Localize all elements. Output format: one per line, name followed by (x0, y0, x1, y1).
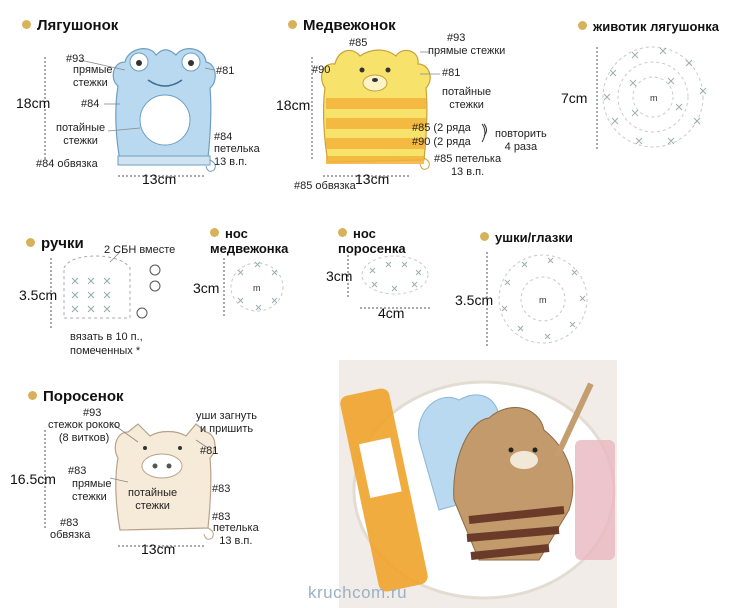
pig-nose-title: нос поросенка (338, 226, 406, 256)
pig-width-label: 13cm (141, 541, 176, 557)
pig-label-83b: #83 (212, 483, 231, 495)
pig-nose-width-label: 4cm (378, 305, 405, 321)
pig-label-81: #81 (200, 445, 219, 457)
bullet-icon (480, 232, 489, 241)
pig-nose-height-label: 3cm (326, 268, 353, 284)
finished-mittens-photo (339, 360, 617, 608)
bullet-icon (210, 228, 219, 237)
handles-title: ручки (26, 235, 84, 252)
bear-title: Медвежонок (288, 17, 396, 34)
bear-nose-size-label: 3cm (193, 280, 220, 296)
frog-label-hidden: потайные стежки (56, 122, 106, 147)
pig-label-rococo: стежок рококо (8 витков) (48, 419, 121, 444)
ears-size-label: 3.5cm (455, 292, 494, 308)
handles-note-bottom: вязать в 10 п., помеченных * (70, 331, 143, 357)
belly-title: животик лягушонка (578, 19, 719, 34)
bear-width-label: 13cm (355, 171, 390, 187)
bullet-icon (26, 238, 35, 247)
svg-text:m: m (650, 93, 658, 103)
bear-label-90: #90 (312, 64, 331, 76)
pig-label-83c: #83 (60, 517, 79, 529)
frog-label-81: #81 (216, 65, 235, 77)
frog-label-84: #84 (81, 98, 100, 110)
bear-label-81: #81 (442, 67, 461, 79)
bear-nose-title: нос медвежонка (210, 226, 289, 256)
bullet-icon (22, 20, 31, 29)
bear-label-93: #93 (447, 32, 466, 44)
frog-label-93: #93 (66, 53, 85, 65)
frog-height-label: 18cm (16, 95, 51, 111)
frog-label-84b: #84 (214, 131, 233, 143)
handles-size-label: 3.5cm (19, 287, 58, 303)
pig-label-trim: обвязка (50, 529, 91, 541)
bullet-icon (578, 21, 587, 30)
svg-text:m: m (539, 295, 547, 305)
frog-label-loop: петелька 13 в.п. (214, 143, 260, 168)
bear-label-rows-90: #90 (2 ряда (412, 136, 471, 148)
frog-title: Лягушонок (22, 17, 118, 34)
bear-label-85: #85 (349, 37, 368, 49)
pig-height-label: 16.5cm (10, 471, 56, 487)
bear-label-repeat: повторить 4 раза (495, 128, 547, 153)
bullet-icon (288, 20, 297, 29)
bullet-icon (28, 391, 37, 400)
ears-title: ушки/глазки (480, 230, 573, 245)
belly-size-label: 7cm (561, 90, 588, 106)
watermark-text: kruchcom.ru (308, 583, 408, 602)
pig-label-83a: #83 (68, 465, 87, 477)
bear-label-hidden: потайные стежки (442, 86, 492, 111)
pig-label-straight: прямые стежки (72, 478, 112, 503)
pig-label-hidden: потайные стежки (128, 487, 178, 512)
pig-label-loop: петелька 13 в.п. (213, 522, 259, 547)
bullet-icon (338, 228, 347, 237)
bear-height-label: 18cm (276, 97, 311, 113)
frog-label-trim: #84 обвязка (36, 158, 98, 170)
pig-label-83d: #83 (212, 511, 231, 523)
bear-label-rows-85: #85 (2 ряда (412, 122, 471, 134)
frog-label-straight: прямые стежки (73, 64, 113, 89)
pig-label-93: #93 (83, 407, 102, 419)
handles-note-top: 2 СБН вместе (104, 244, 176, 256)
svg-text:m: m (253, 283, 261, 293)
pig-title: Поросенок (28, 388, 124, 405)
bear-label-straight: прямые стежки (428, 45, 506, 57)
pig-label-ears: уши загнуть и пришить (196, 410, 258, 435)
bear-label-loop: #85 петелька 13 в.п. (434, 153, 502, 178)
frog-width-label: 13cm (142, 171, 177, 187)
bear-label-trim: #85 обвязка (294, 180, 356, 192)
